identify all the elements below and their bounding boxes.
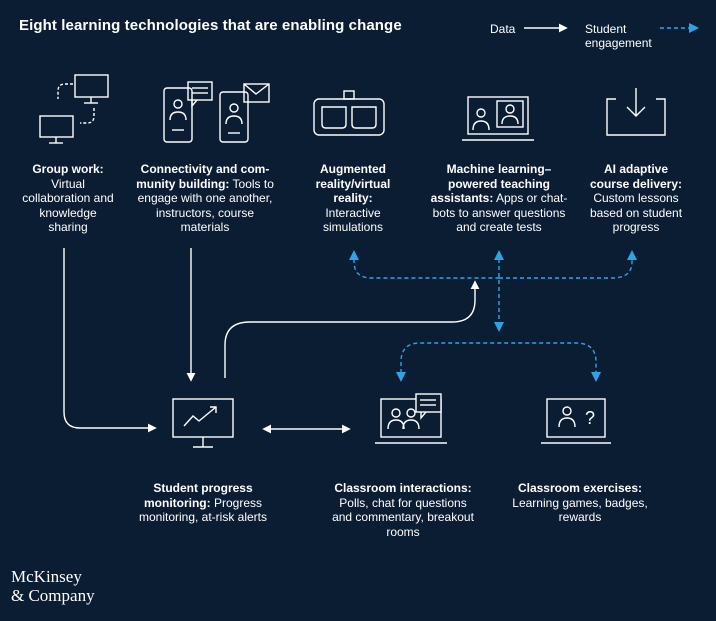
mckinsey-logo: McKinsey & Company — [11, 567, 95, 605]
legend-engagement-label: Student engagement — [585, 22, 652, 50]
node-classroom-interactions: Classroom interactions: Polls, chat for … — [332, 481, 474, 539]
phones-messaging-icon — [163, 81, 270, 143]
data-arrow-groupwork-to-progress — [63, 248, 157, 433]
page-title: Eight learning technologies that are ena… — [19, 17, 402, 34]
node-group-work: Group work: Virtual collaboration and kn… — [22, 162, 114, 234]
node-ml-assistants: Machine learning–powered teaching assist… — [430, 162, 568, 234]
question-laptop-icon: ? — [541, 398, 611, 444]
logo-line-2: & Company — [11, 586, 95, 605]
download-screen-icon — [606, 88, 666, 136]
engagement-arrow-top-branch — [349, 250, 499, 279]
group-chat-laptop-icon — [375, 393, 447, 444]
chart-monitor-icon — [172, 398, 234, 448]
svg-text:?: ? — [585, 408, 595, 428]
node-ai-adaptive: AI adaptive course delivery: Custom less… — [589, 162, 683, 234]
vr-headset-icon — [313, 90, 385, 136]
node-connectivity: Connectivity and com-munity building: To… — [136, 162, 274, 234]
video-laptop-icon — [462, 96, 534, 141]
node-ar-vr: Augmented reality/virtual reality: Inter… — [315, 162, 391, 234]
data-arrow-progress-to-ml — [224, 280, 480, 378]
node-classroom-exercises: Classroom exercises: Learning games, bad… — [512, 481, 648, 524]
connected-monitors-icon — [39, 74, 109, 144]
logo-line-1: McKinsey — [11, 567, 82, 586]
engagement-arrow-to-ai — [499, 250, 637, 279]
engagement-arrow-bottom-branch — [396, 342, 601, 382]
legend-data-label: Data — [490, 22, 516, 36]
node-progress-monitoring: Student progress monitoring: Progress mo… — [138, 481, 268, 524]
